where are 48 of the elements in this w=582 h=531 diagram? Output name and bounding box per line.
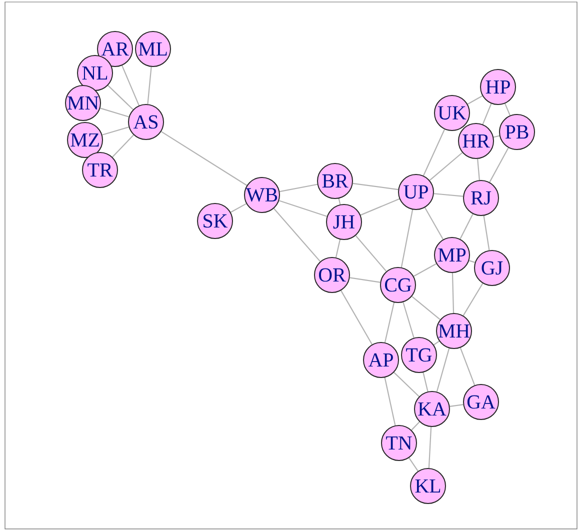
edge-line bbox=[460, 348, 476, 386]
edge-line bbox=[230, 203, 247, 213]
edge-line bbox=[273, 208, 321, 262]
edge-line bbox=[434, 193, 464, 197]
edge-line bbox=[147, 66, 152, 104]
edge-line bbox=[360, 198, 400, 216]
edge-line bbox=[422, 372, 428, 392]
edge-line bbox=[340, 290, 372, 345]
edge-line bbox=[122, 65, 140, 106]
edge-line bbox=[424, 207, 444, 240]
edge-line bbox=[434, 340, 440, 346]
edge-line bbox=[411, 422, 420, 430]
edge-line bbox=[428, 426, 432, 468]
edge-line bbox=[482, 103, 492, 125]
edge-line bbox=[384, 377, 396, 426]
edge-line bbox=[335, 239, 341, 258]
edge-line bbox=[112, 134, 134, 158]
edge-line bbox=[350, 277, 380, 283]
edge-line bbox=[108, 85, 134, 110]
edge-line bbox=[462, 283, 484, 316]
edge-line bbox=[102, 126, 129, 136]
edge-line bbox=[452, 272, 454, 313]
edge-line bbox=[429, 152, 463, 181]
edge-line bbox=[408, 458, 418, 472]
edge-line bbox=[278, 200, 328, 217]
edge-line bbox=[467, 95, 483, 105]
edge-line bbox=[436, 348, 450, 392]
edge-line bbox=[412, 296, 440, 320]
edge-line bbox=[422, 129, 446, 176]
edge-line bbox=[402, 302, 414, 338]
edge-line bbox=[384, 302, 395, 343]
edge-line bbox=[483, 216, 490, 250]
edge-line bbox=[160, 131, 248, 186]
edge-line bbox=[338, 198, 341, 205]
edge-line bbox=[468, 260, 476, 263]
edge-line bbox=[477, 158, 480, 180]
edge-line bbox=[355, 235, 387, 272]
edge-line bbox=[413, 263, 437, 277]
edge-line bbox=[493, 135, 500, 138]
edge-line bbox=[352, 182, 398, 190]
edge-line bbox=[100, 108, 129, 118]
edge-line bbox=[504, 103, 511, 116]
edge-line bbox=[450, 404, 464, 407]
edge-line bbox=[394, 372, 420, 397]
edge-line bbox=[400, 210, 414, 268]
edge-line bbox=[489, 148, 509, 182]
edge-line bbox=[280, 184, 318, 192]
edge-line bbox=[460, 214, 474, 240]
